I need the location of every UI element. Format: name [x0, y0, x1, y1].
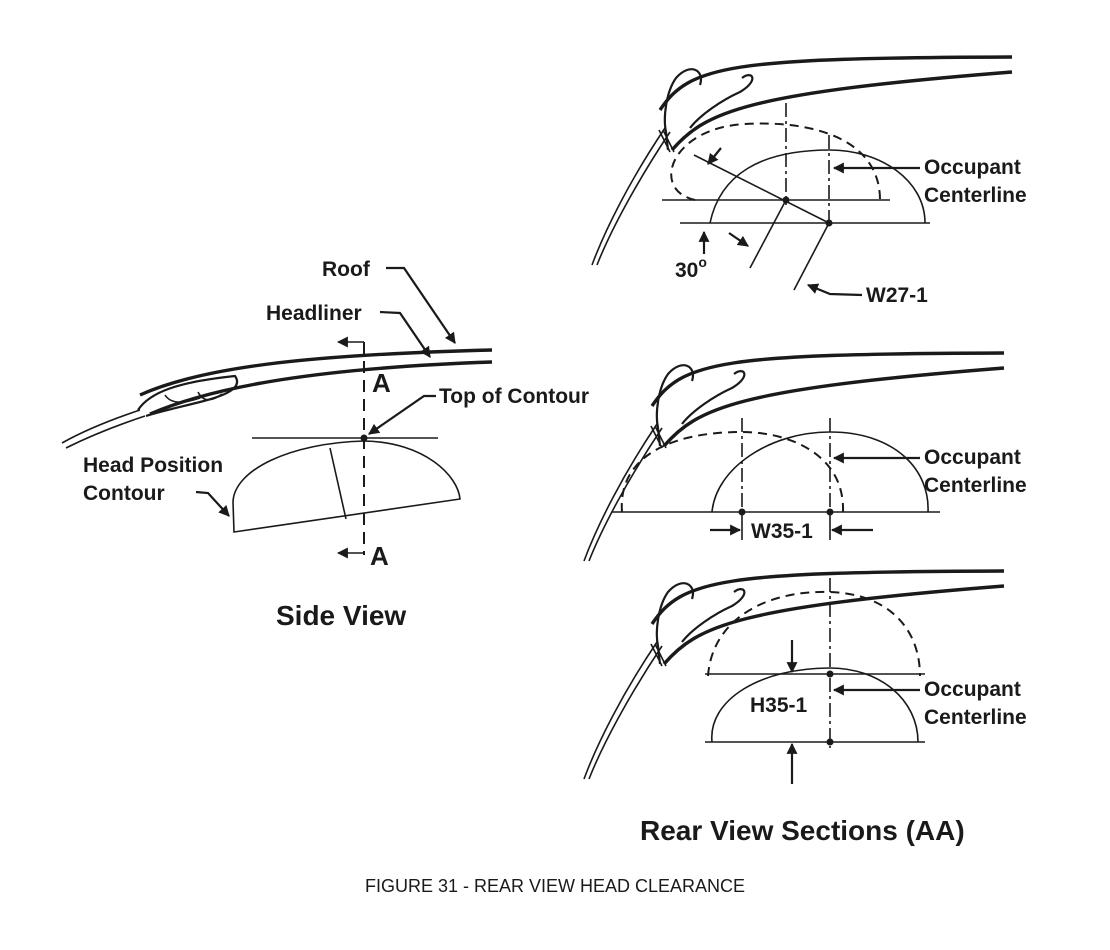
- contour-axis: [329, 447, 347, 520]
- centerline-label-2-line2: Centerline: [924, 474, 1027, 497]
- windshield-line: [61, 409, 141, 444]
- centerline-label-2-line1: Occupant: [924, 446, 1021, 469]
- angle-label: 30o: [675, 254, 707, 282]
- w27-extension-line: [793, 222, 830, 291]
- top-contour-leader: [368, 394, 436, 435]
- dashed-contour-3: [707, 590, 921, 677]
- w35-label: W35-1: [751, 520, 813, 543]
- centerline-label-3-line2: Centerline: [924, 706, 1027, 729]
- centerline-label-3-line1: Occupant: [924, 678, 1021, 701]
- side-view-title: Side View: [276, 600, 406, 631]
- w27-leader: [806, 283, 863, 297]
- side-view-drawing: Roof Headliner A A Top of Contour Head P…: [61, 258, 589, 631]
- rotated-axis-1: [693, 154, 830, 224]
- figure-caption: FIGURE 31 - REAR VIEW HEAD CLEARANCE: [365, 876, 745, 896]
- headliner-leader: [379, 310, 431, 358]
- visor-detail: [137, 374, 239, 418]
- head-contour-3: [711, 667, 919, 743]
- h35-label: H35-1: [750, 694, 808, 717]
- section-label-bottom: A: [370, 541, 389, 571]
- rear-view-w35: Occupant Centerline W35-1: [582, 351, 1027, 563]
- dimension-line-1: [749, 199, 787, 269]
- head-contour-2: [711, 431, 929, 513]
- degree-symbol: o: [698, 254, 707, 270]
- centerline-label-1-line1: Occupant: [924, 156, 1021, 179]
- headliner-label: Headliner: [266, 302, 362, 325]
- headliner-line: [149, 360, 493, 416]
- rear-view-w27: 30o Occupant Centerline W27-1: [590, 55, 1027, 307]
- w27-label: W27-1: [866, 284, 928, 307]
- dashed-contour-1: [670, 122, 881, 201]
- roof-assembly-3: [582, 569, 1006, 781]
- section-label-top: A: [372, 368, 391, 398]
- head-contour-leader: [195, 490, 230, 517]
- head-contour-1: [709, 149, 926, 224]
- dashed-contour-2: [620, 430, 845, 513]
- head-position-label-line2: Contour: [83, 482, 165, 505]
- head-position-label-line1: Head Position: [83, 454, 223, 477]
- roof-label: Roof: [322, 258, 371, 281]
- top-of-contour-point: [360, 434, 368, 442]
- rear-view-h35: Occupant Centerline H35-1: [582, 569, 1027, 784]
- centerline-label-1-line2: Centerline: [924, 184, 1027, 207]
- rear-view-title: Rear View Sections (AA): [640, 815, 965, 846]
- roof-leader: [386, 266, 456, 344]
- top-of-contour-label: Top of Contour: [439, 385, 589, 408]
